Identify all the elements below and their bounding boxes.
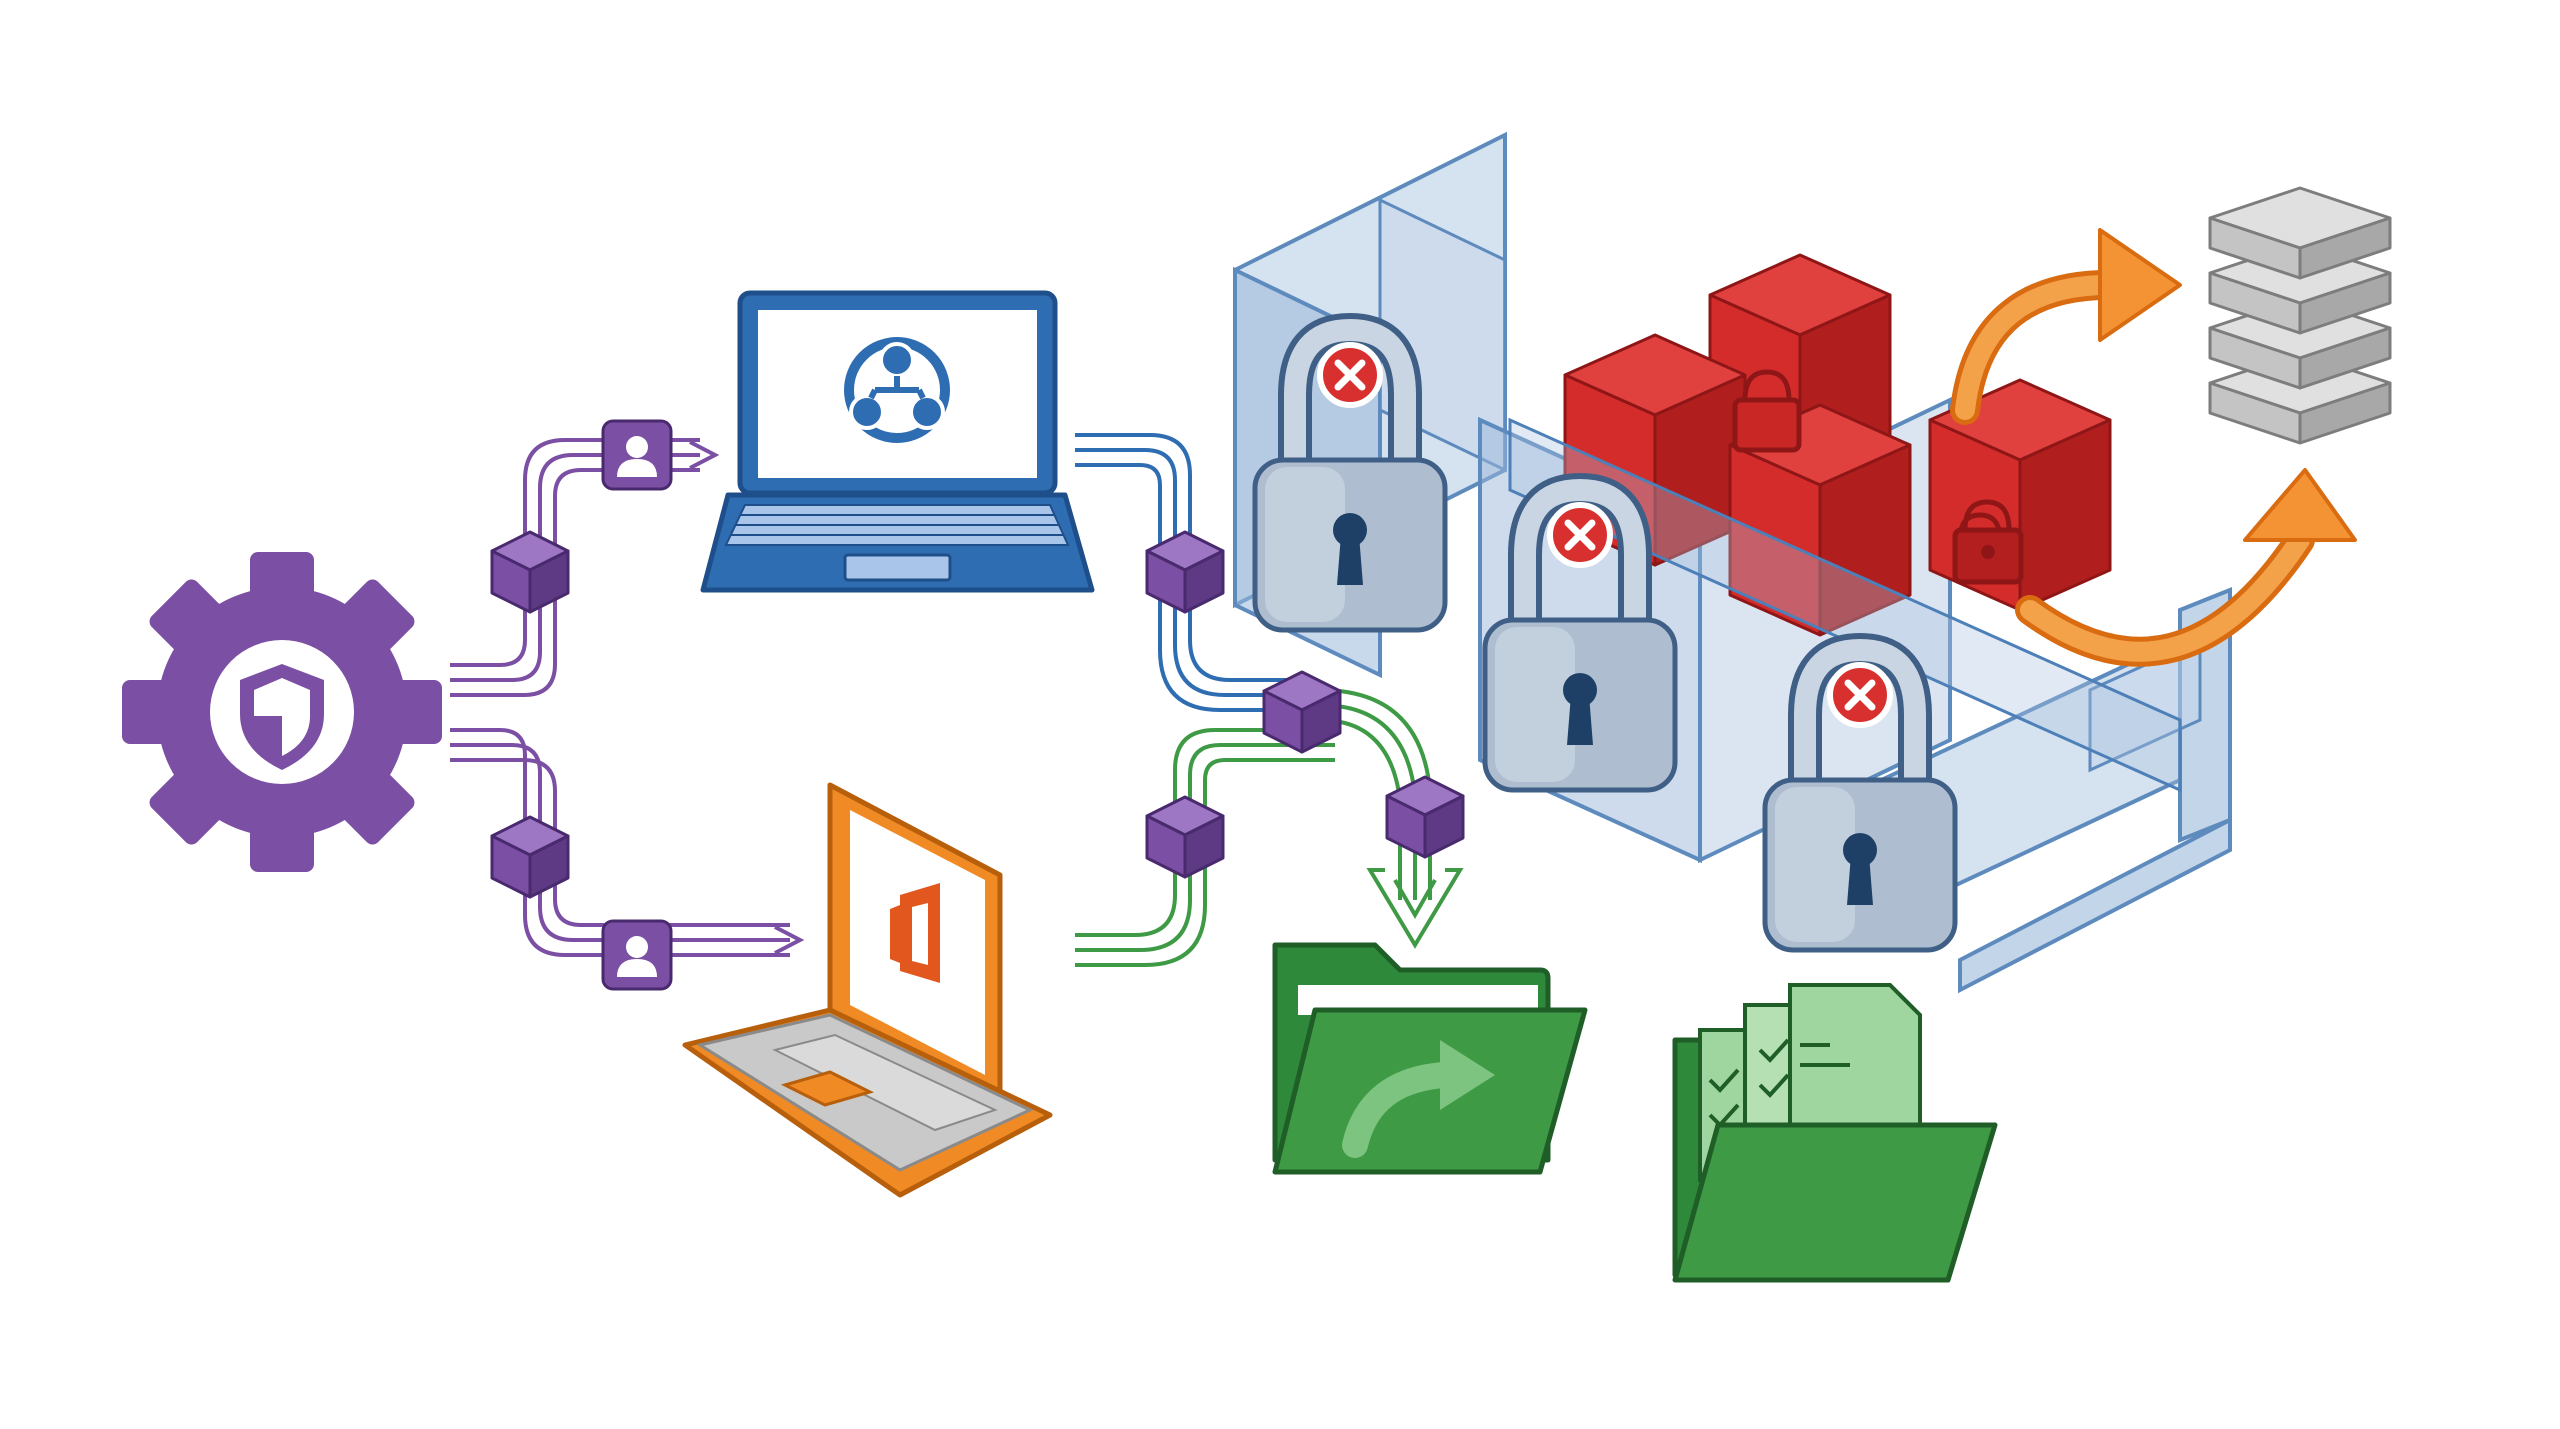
curved-arrow-icon — [2243, 468, 2357, 542]
cube-icon — [1262, 670, 1342, 754]
user-icon — [601, 919, 673, 991]
folder-documents-icon — [1672, 983, 1998, 1283]
folder-share-icon — [1272, 942, 1588, 1175]
cube-icon — [490, 530, 570, 614]
padlock-denied-icon — [1765, 650, 1955, 950]
server-stack-icon — [2208, 186, 2392, 445]
padlock-denied-icon — [1485, 490, 1675, 790]
curved-arrow-icon — [2098, 228, 2182, 342]
glass-front-panel — [1508, 417, 2182, 793]
office-app-icon — [890, 883, 940, 983]
padlock-denied-icon — [1255, 330, 1445, 630]
transfer-arrows — [1950, 228, 2357, 667]
cube-icon — [1145, 795, 1225, 879]
gear-shield-icon — [122, 552, 442, 872]
cube-icon — [1385, 775, 1465, 859]
block-lock-marks — [1732, 369, 2024, 585]
cube-icon — [490, 815, 570, 899]
network-share-icon — [844, 337, 950, 443]
user-icon — [601, 419, 673, 491]
protected-data-blocks — [1563, 253, 2112, 637]
laptop-network-icon — [700, 290, 1095, 593]
cube-icon — [1145, 530, 1225, 614]
laptop-office-icon — [682, 782, 1053, 1198]
